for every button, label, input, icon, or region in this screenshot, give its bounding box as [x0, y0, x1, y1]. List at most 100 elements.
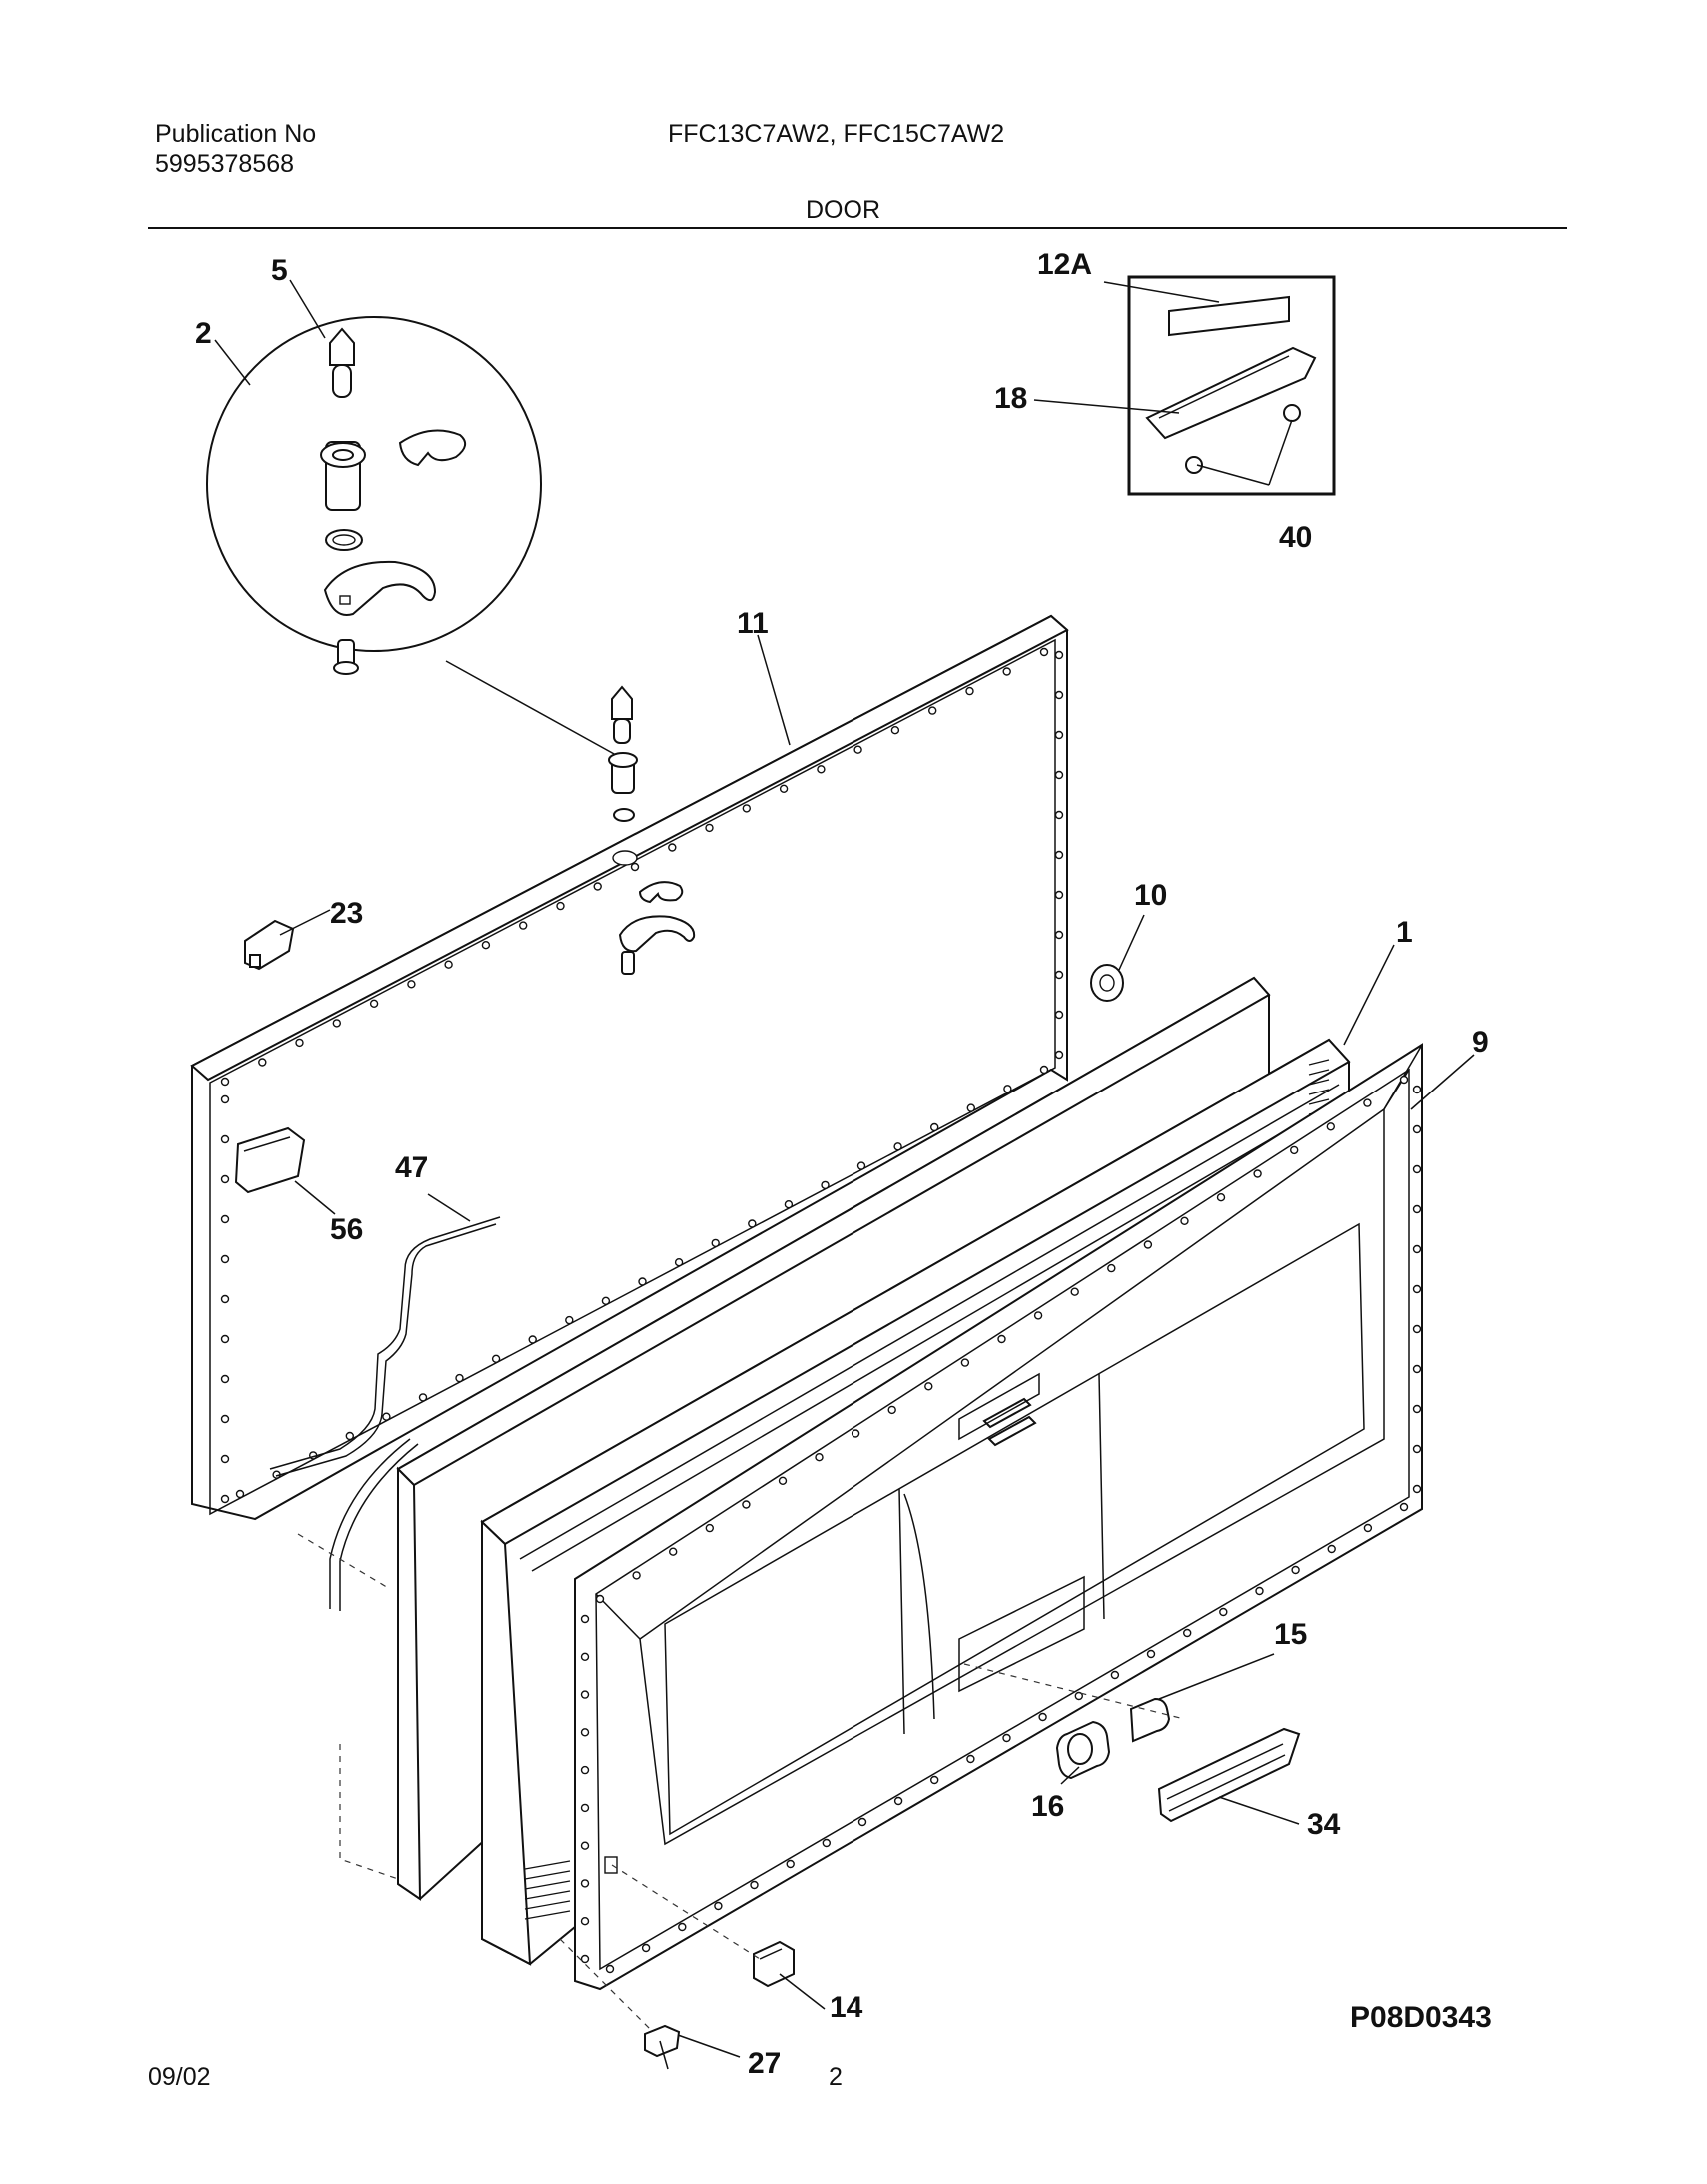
screw-hole	[966, 1103, 975, 1112]
handle-detail-box	[1127, 275, 1336, 496]
screw-hole	[1182, 1628, 1192, 1638]
screw-hole	[928, 706, 937, 715]
callout-10: 10	[1134, 879, 1167, 912]
screw-hole	[601, 1296, 611, 1306]
screw-hole	[1289, 1145, 1299, 1155]
page-number: 2	[829, 2063, 843, 2091]
screw-hole	[1412, 1364, 1422, 1374]
screw-hole	[1054, 690, 1064, 700]
callout-47: 47	[395, 1151, 428, 1184]
screw-hole	[580, 1916, 590, 1926]
screw-hole	[1003, 1085, 1012, 1093]
section-title: DOOR	[806, 196, 880, 224]
screw-hole	[519, 921, 528, 930]
screw-hole	[815, 1452, 824, 1462]
callout-34: 34	[1307, 1808, 1341, 1841]
screw-hole	[220, 1214, 230, 1224]
screw-hole	[778, 1476, 788, 1486]
screw-hole	[1074, 1691, 1084, 1701]
screw-hole	[1363, 1098, 1372, 1107]
screw-hole	[345, 1431, 354, 1441]
footer-date: 09/02	[148, 2063, 211, 2091]
screw-hole	[1399, 1075, 1409, 1085]
screw-hole	[580, 1614, 590, 1624]
screw-hole	[1054, 890, 1064, 900]
screw-hole	[668, 843, 677, 852]
screw-hole	[714, 1901, 723, 1911]
screw-hole	[1412, 1484, 1422, 1494]
screw-hole	[1146, 1649, 1156, 1659]
screw-hole	[890, 726, 900, 735]
screw-hole	[332, 1019, 341, 1028]
screw-hole	[1054, 970, 1064, 980]
part-15-bulb	[1129, 1697, 1171, 1743]
screw-hole	[407, 980, 416, 989]
screw-hole	[1002, 667, 1011, 676]
screw-hole	[220, 1254, 230, 1264]
part-14-switch	[753, 1940, 795, 1988]
screw-hole	[1054, 850, 1064, 860]
screw-hole	[1039, 1065, 1049, 1075]
screw-hole	[638, 1277, 647, 1286]
screw-hole	[220, 1334, 230, 1344]
screw-hole	[1054, 650, 1064, 660]
screw-hole	[1412, 1404, 1422, 1414]
screw-hole	[674, 1257, 684, 1267]
screw-hole	[965, 686, 974, 696]
callout-5: 5	[271, 254, 288, 287]
screw-hole	[1143, 1240, 1153, 1249]
screw-hole	[455, 1373, 464, 1383]
screw-hole	[444, 960, 453, 969]
screw-hole	[784, 1199, 794, 1209]
screw-hole	[491, 1354, 501, 1364]
screw-hole	[565, 1315, 574, 1325]
screw-hole	[887, 1405, 896, 1415]
lock-detail-circle	[206, 316, 542, 675]
screw-hole	[1327, 1544, 1336, 1554]
callout-1: 1	[1396, 916, 1413, 949]
screw-hole	[857, 1817, 867, 1827]
callout-23: 23	[330, 897, 363, 930]
screw-hole	[580, 1690, 590, 1699]
callout-12a: 12A	[1037, 248, 1092, 281]
screw-hole	[1399, 1502, 1409, 1512]
screw-hole	[742, 1500, 751, 1509]
screw-hole	[705, 1523, 714, 1533]
screw-hole	[1054, 730, 1064, 740]
screw-hole	[821, 1180, 830, 1190]
callout-9: 9	[1472, 1026, 1489, 1059]
screw-hole	[748, 1219, 757, 1228]
part-34-light-lens	[1157, 1727, 1301, 1823]
screw-hole	[580, 1879, 590, 1888]
screw-hole	[893, 1796, 903, 1806]
screw-hole	[605, 1964, 615, 1974]
screw-hole	[1412, 1444, 1422, 1454]
screw-hole	[1412, 1244, 1422, 1254]
screw-hole	[930, 1775, 939, 1785]
part-47-heater-wire	[269, 1216, 501, 1611]
callout-16: 16	[1031, 1790, 1064, 1823]
screw-hole	[258, 1058, 267, 1067]
screw-hole	[481, 941, 491, 950]
publication-number: 5995378568	[155, 150, 295, 178]
part-16-socket	[1055, 1720, 1111, 1780]
screw-hole	[1180, 1216, 1189, 1226]
screw-hole	[220, 1077, 230, 1087]
screw-hole	[1412, 1284, 1422, 1294]
screw-hole	[1326, 1122, 1336, 1131]
part-27-screw	[644, 2024, 681, 2070]
part-10-bumper	[1090, 964, 1124, 1002]
screw-hole	[220, 1494, 230, 1504]
screw-hole	[893, 1142, 902, 1151]
screw-hole	[1033, 1311, 1043, 1320]
screw-hole	[220, 1414, 230, 1424]
callout-56: 56	[330, 1213, 363, 1246]
screw-hole	[966, 1754, 975, 1764]
screw-hole	[220, 1134, 230, 1144]
door-outer-skin	[574, 1043, 1423, 1991]
screw-hole	[556, 901, 565, 911]
screw-hole	[1107, 1263, 1116, 1273]
screw-hole	[295, 1038, 304, 1048]
screw-hole	[220, 1454, 230, 1464]
